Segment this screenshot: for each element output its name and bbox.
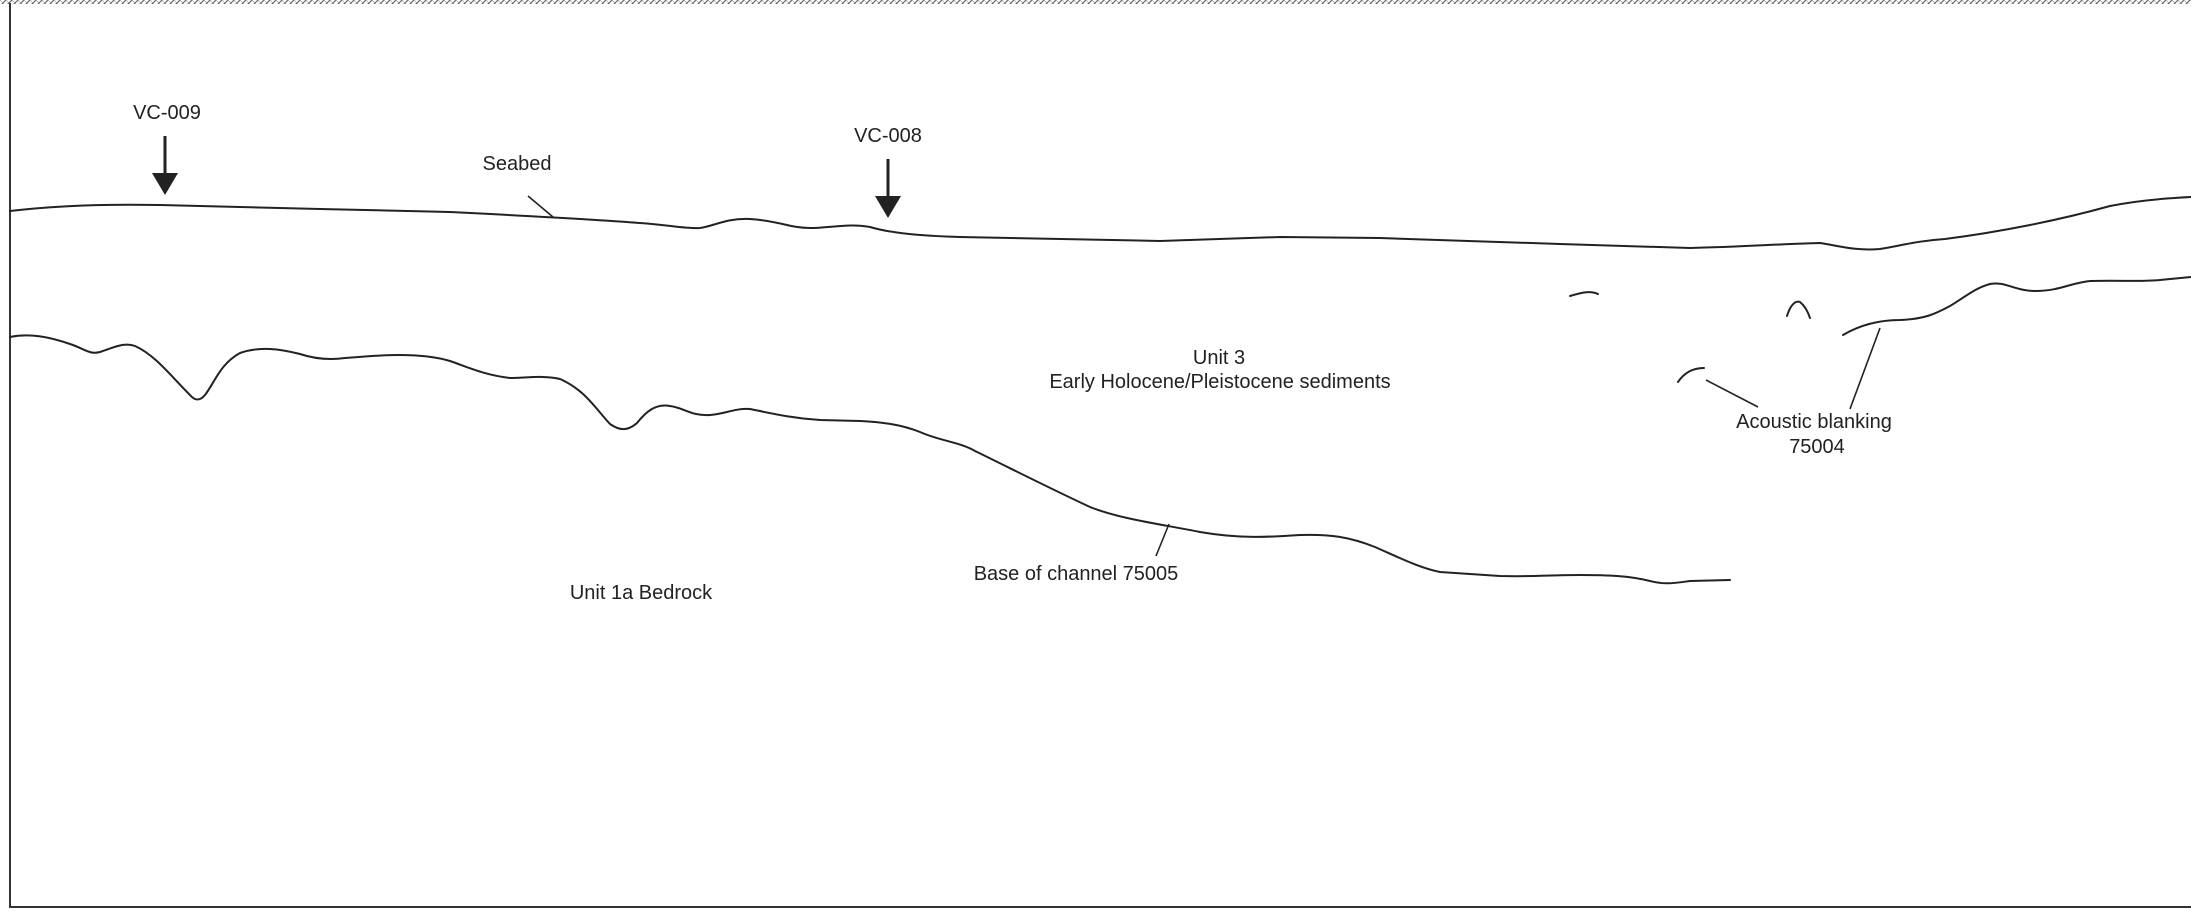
- unit-3-label: Unit 3: [1193, 347, 1245, 369]
- reflector-fragment: [1786, 300, 1811, 319]
- acoustic-blanking-id: 75004: [1789, 436, 1845, 458]
- vc-009-arrow-icon: [152, 136, 178, 195]
- acoustic-blanking-label: Acoustic blanking: [1736, 411, 1892, 433]
- vc-008-label: VC-008: [854, 125, 922, 147]
- unit-3-description: Early Holocene/Pleistocene sediments: [1049, 371, 1390, 393]
- acoustic-blanking-reflector: [1842, 276, 2191, 336]
- vc-009-label: VC-009: [133, 102, 201, 124]
- base-of-channel-horizon: [9, 334, 1731, 585]
- unit-1a-bedrock-label: Unit 1a Bedrock: [570, 582, 713, 604]
- base-of-channel-label: Base of channel 75005: [974, 563, 1179, 585]
- seabed-label: Seabed: [483, 153, 552, 175]
- acoustic-blanking-leader: [1849, 327, 1881, 410]
- seabed-leader: [527, 195, 554, 218]
- top-noise-strip: [0, 0, 2191, 4]
- reflector-fragment: [1569, 291, 1599, 297]
- acoustic-blanking-arc: [1677, 367, 1705, 383]
- seabed-horizon: [9, 196, 2191, 251]
- acoustic-blanking-leader: [1705, 379, 1759, 408]
- base-of-channel-leader: [1155, 523, 1170, 557]
- vc-008-arrow-icon: [875, 159, 901, 218]
